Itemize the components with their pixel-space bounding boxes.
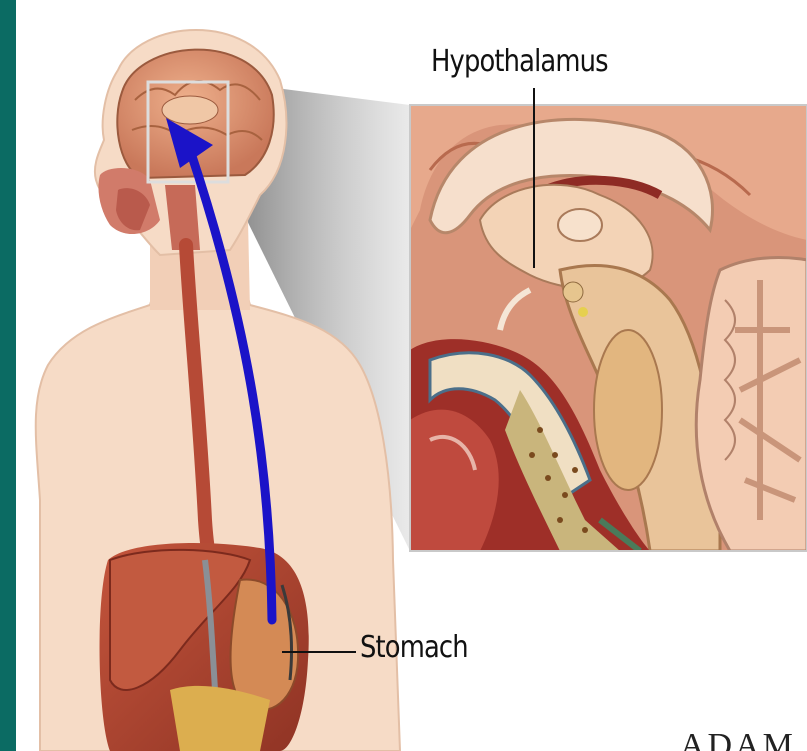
- left-border-strip: [0, 0, 16, 751]
- hypothalamus-label: Hypothalamus: [431, 44, 608, 79]
- stomach-label: Stomach: [360, 630, 468, 665]
- abdominal-organs: [100, 543, 309, 751]
- hypothalamus-inset: [410, 105, 807, 551]
- adam-logo: ADAM: [680, 727, 796, 751]
